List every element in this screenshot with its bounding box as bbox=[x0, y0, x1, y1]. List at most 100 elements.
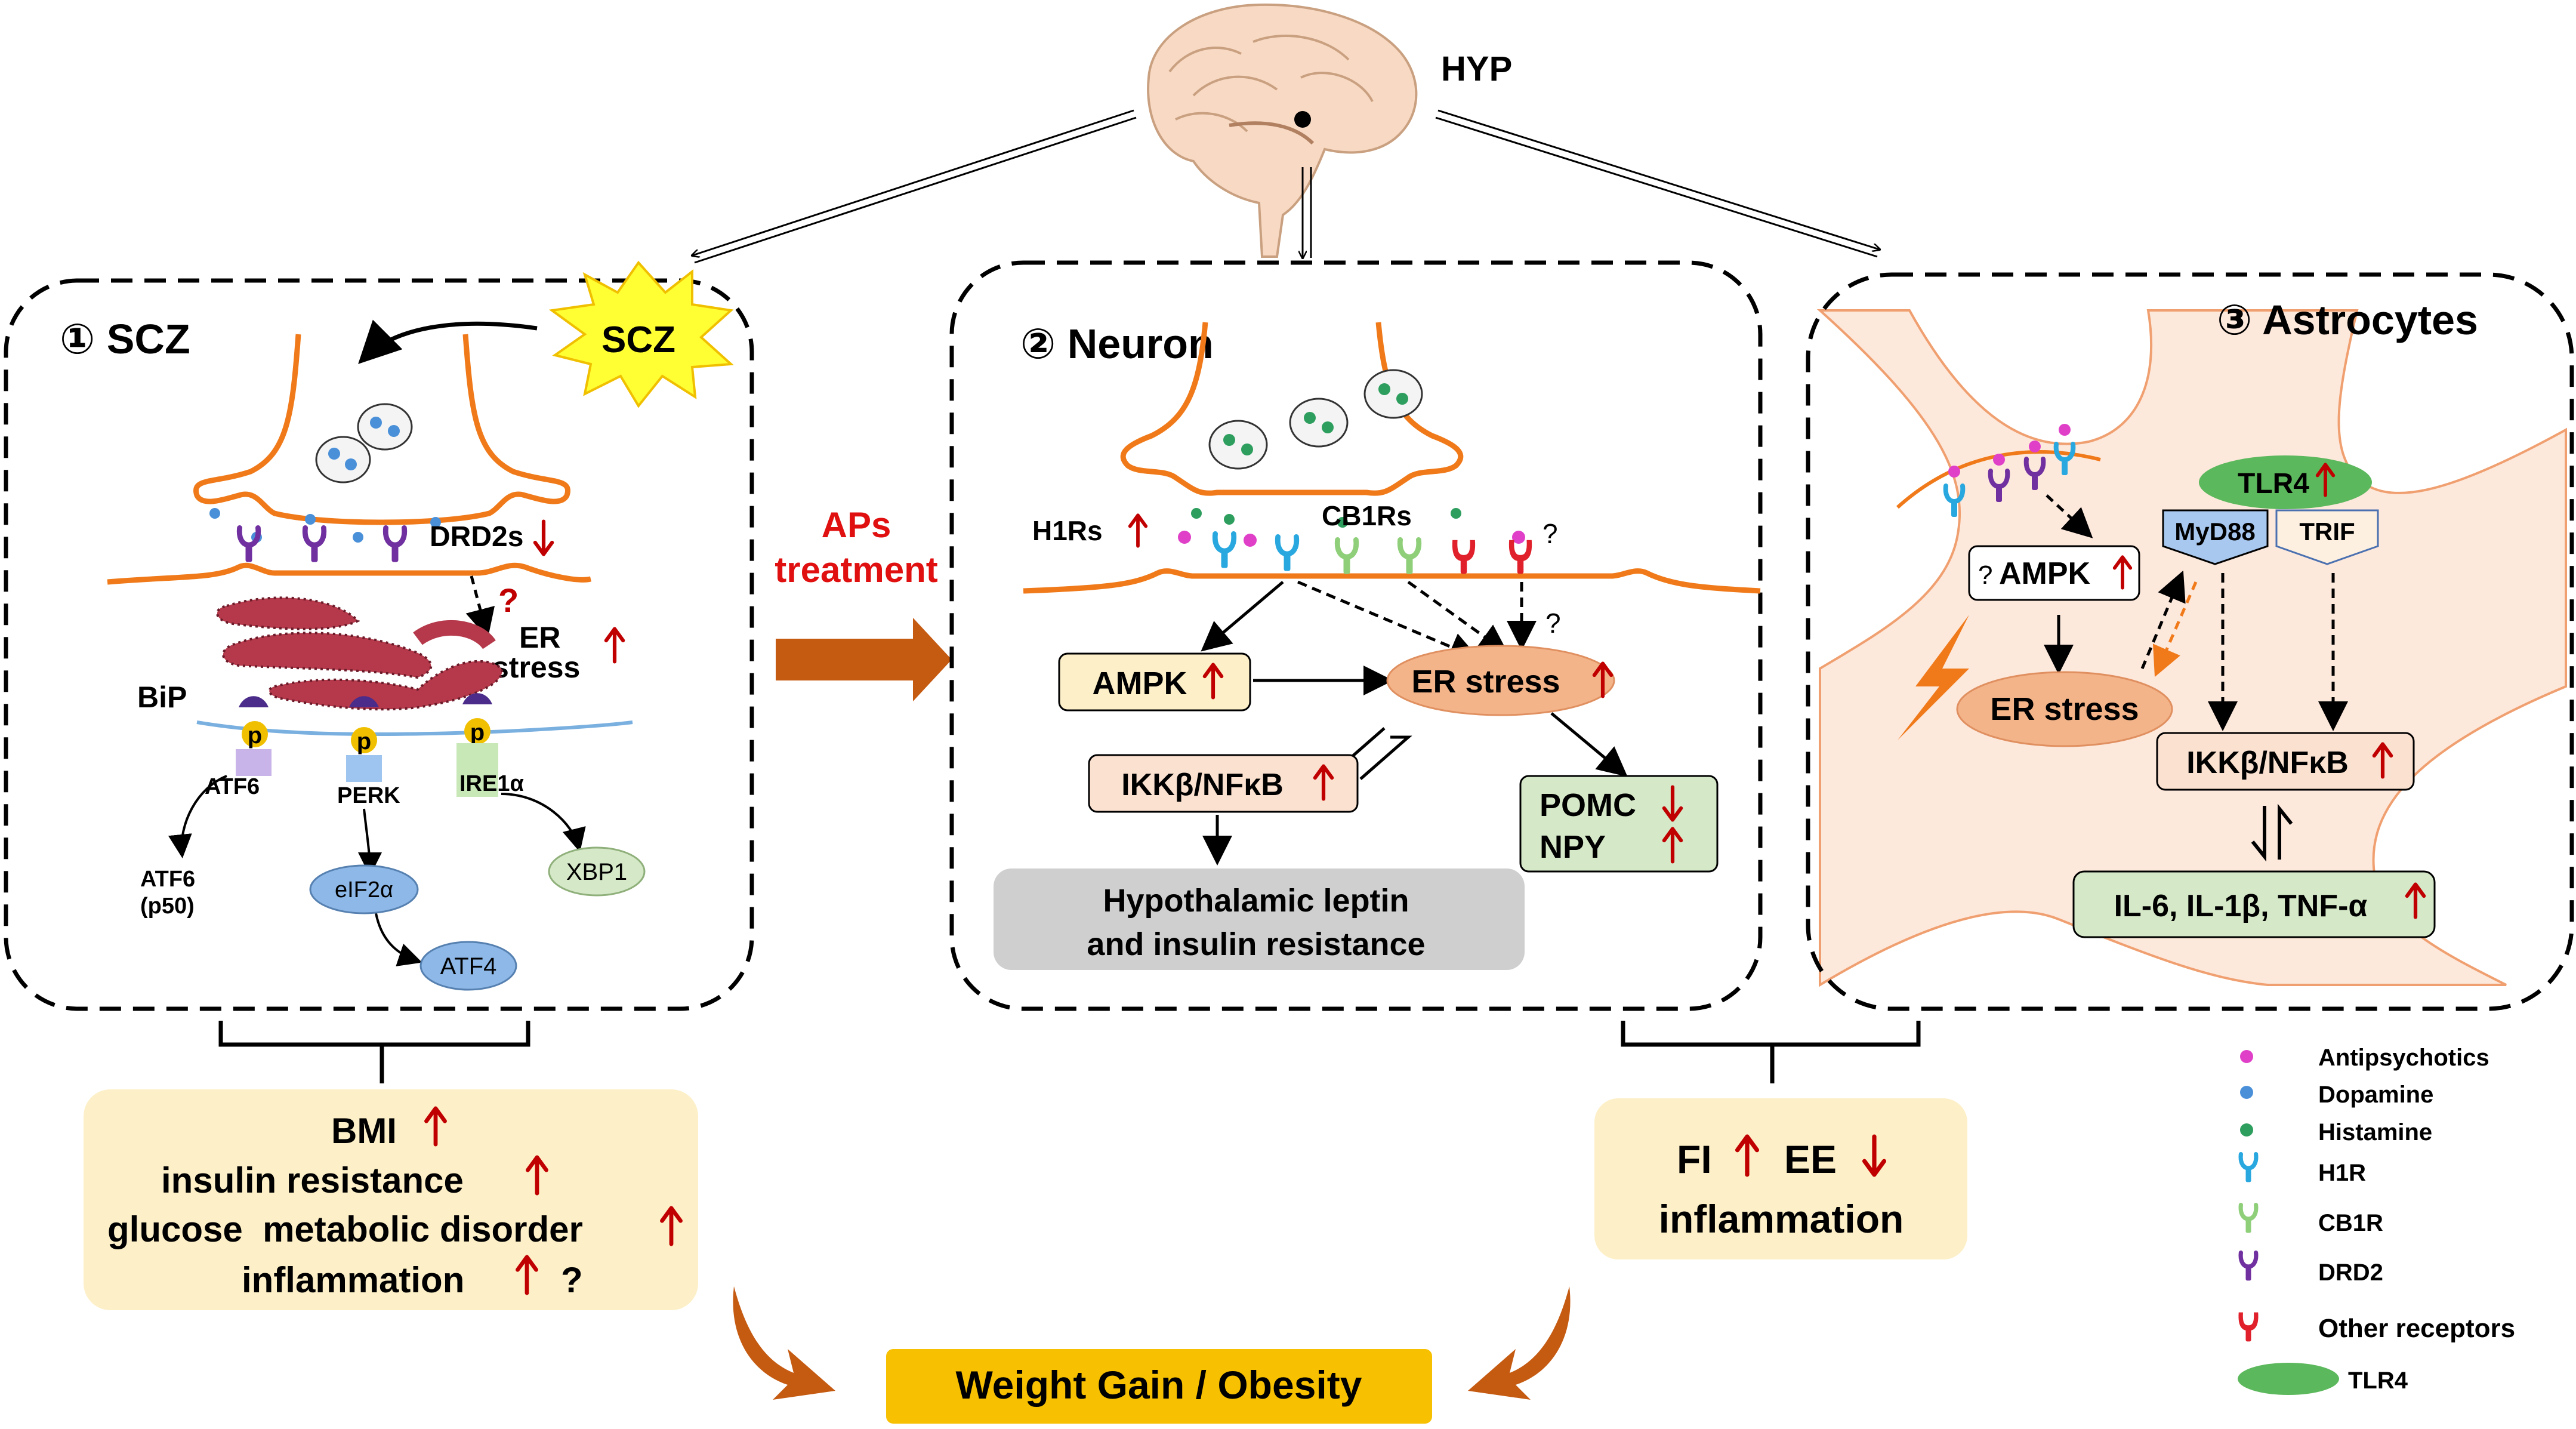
legend-antipsychotics: Antipsychotics bbox=[2318, 1045, 2489, 1071]
ire1a-sensor: p bbox=[456, 693, 498, 797]
h1r-er-dashed-arrow bbox=[1297, 580, 1480, 661]
h1rs-label: H1Rs bbox=[1032, 515, 1103, 546]
legend-h1r-icon bbox=[2241, 1154, 2256, 1182]
panel-neuron bbox=[949, 260, 1763, 1011]
aps-treatment-arrow bbox=[776, 618, 952, 701]
ampk-question-3: ? bbox=[1978, 560, 1992, 590]
eif2a-label: eIF2α bbox=[335, 877, 393, 903]
weight-gain-box bbox=[886, 1349, 1432, 1424]
legend-histamine-icon bbox=[2240, 1123, 2253, 1137]
ikk-box-3 bbox=[2156, 732, 2415, 791]
er-stress-label-1a: ER bbox=[519, 621, 560, 654]
outcome-left-inflammation: inflammation bbox=[242, 1260, 464, 1300]
other-receptor-question-1: ? bbox=[1542, 518, 1558, 549]
atf4-node bbox=[419, 941, 517, 991]
outcome-right-inflammation: inflammation bbox=[1659, 1197, 1904, 1241]
presynaptic-membrane-1 bbox=[193, 334, 570, 525]
atf6-p50-label-b: (p50) bbox=[140, 894, 195, 919]
er-stress-label-1b: stress bbox=[492, 651, 580, 684]
svg-text:p: p bbox=[248, 722, 262, 749]
legend-h1r: H1R bbox=[2318, 1160, 2366, 1186]
xbp1-label: XBP1 bbox=[566, 859, 627, 885]
perk-sensor: p bbox=[346, 696, 382, 782]
h1rs-up-arrow bbox=[1130, 515, 1146, 546]
h1r-ampk-arrow bbox=[1201, 581, 1284, 652]
legend-other-receptors: Other receptors bbox=[2318, 1314, 2515, 1343]
panel-neuron-title: ② Neuron bbox=[1020, 321, 1214, 367]
outcome-left-bmi: BMI bbox=[331, 1111, 397, 1151]
scz-arrow bbox=[358, 319, 538, 364]
atf6-p50-label-a: ATF6 bbox=[140, 867, 195, 892]
hypo-resistance-box bbox=[994, 869, 1525, 970]
cb1rs-label: CB1Rs bbox=[1322, 500, 1412, 531]
legend-cb1r: CB1R bbox=[2318, 1210, 2383, 1236]
er-organelle bbox=[216, 596, 504, 711]
atf6-sensor: p bbox=[236, 696, 272, 776]
scz-burst: SCZ bbox=[548, 260, 734, 408]
hyp-label: HYP bbox=[1441, 50, 1512, 88]
er-pomc-arrow bbox=[1550, 712, 1628, 777]
brain-to-panels-arrows bbox=[692, 109, 1880, 264]
legend-tlr4-icon bbox=[2238, 1363, 2339, 1395]
legend-antipsychotics-icon bbox=[2240, 1050, 2253, 1063]
svg-text:p: p bbox=[357, 728, 371, 754]
er-stress-label-3: ER stress bbox=[1990, 691, 2139, 727]
inflammation-question: ? bbox=[561, 1260, 583, 1300]
perk-label: PERK bbox=[337, 783, 400, 808]
pomc-npy-box bbox=[1519, 775, 1719, 873]
er-stress-node-2 bbox=[1386, 645, 1615, 716]
presynaptic-membrane-2 bbox=[1120, 322, 1464, 496]
tlr4-label: TLR4 bbox=[2238, 468, 2309, 500]
cytokines-box bbox=[2072, 870, 2436, 938]
eif2a-arrow bbox=[375, 913, 422, 966]
ire1a-arrow bbox=[501, 793, 586, 852]
panel-scz-title: ① SCZ bbox=[60, 316, 190, 362]
outcome-left-insulin: insulin resistance bbox=[161, 1160, 464, 1200]
left-to-weight-arrow bbox=[733, 1286, 835, 1400]
brain-icon bbox=[1147, 3, 1418, 258]
drd2s-label: DRD2s bbox=[430, 521, 523, 553]
atf4-label: ATF4 bbox=[440, 953, 497, 980]
drd2-er-dashed-arrow bbox=[465, 575, 495, 639]
ampk-label-2: AMPK bbox=[1093, 666, 1187, 701]
ikk-label-2: IKKβ/NFκB bbox=[1121, 768, 1284, 802]
drd2-question: ? bbox=[498, 581, 519, 619]
right-to-weight-arrow bbox=[1468, 1286, 1571, 1400]
myd88-box bbox=[2162, 509, 2269, 565]
bip-label: BiP bbox=[137, 680, 187, 714]
aps-label-line1: APs bbox=[822, 505, 891, 545]
panel-astrocytes bbox=[1806, 272, 2574, 1011]
legend-dopamine: Dopamine bbox=[2318, 1082, 2433, 1108]
hypo-label-line2: and insulin resistance bbox=[1087, 926, 1425, 962]
myd88-label: MyD88 bbox=[2174, 518, 2255, 546]
scz-burst-label: SCZ bbox=[601, 319, 675, 361]
er-stress-node-3 bbox=[1956, 671, 2173, 747]
postsynaptic-membrane-1 bbox=[107, 562, 592, 585]
svg-text:p: p bbox=[470, 719, 485, 746]
ikk-label-3: IKKβ/NFκB bbox=[2186, 746, 2349, 780]
perk-arrow bbox=[357, 808, 382, 876]
trif-label: TRIF bbox=[2299, 518, 2355, 546]
er-stress-label-2: ER stress bbox=[1411, 664, 1560, 700]
legend-dopamine-icon bbox=[2240, 1086, 2253, 1099]
legend-histamine: Histamine bbox=[2318, 1119, 2432, 1145]
outcome-left-box bbox=[84, 1089, 698, 1310]
hypo-label-line1: Hypothalamic leptin bbox=[1103, 883, 1409, 919]
ire1a-label: IRE1α bbox=[459, 771, 524, 796]
cytokines-label: IL-6, IL-1β, TNF-α bbox=[2114, 889, 2368, 923]
aps-label-line2: treatment bbox=[775, 550, 937, 590]
er-stress-up-arrow-1 bbox=[606, 629, 623, 662]
legend-cb1r-icon bbox=[2241, 1205, 2256, 1233]
ikk-box-2 bbox=[1088, 754, 1359, 813]
outcome-right-fi: FI bbox=[1677, 1137, 1712, 1181]
bracket-left bbox=[218, 1021, 530, 1083]
trif-box bbox=[2275, 509, 2379, 565]
cb1r-er-dashed-arrow bbox=[1407, 580, 1509, 654]
lightning-icon bbox=[1898, 615, 1969, 740]
legend-other-receptors-icon bbox=[2238, 1312, 2259, 1342]
ikk-cytokine-reversible-arrows bbox=[2251, 803, 2293, 862]
drd2s-down-arrow bbox=[535, 522, 552, 555]
weight-gain-label: Weight Gain / Obesity bbox=[956, 1363, 1362, 1407]
outcome-right-ee: EE bbox=[1784, 1137, 1837, 1181]
